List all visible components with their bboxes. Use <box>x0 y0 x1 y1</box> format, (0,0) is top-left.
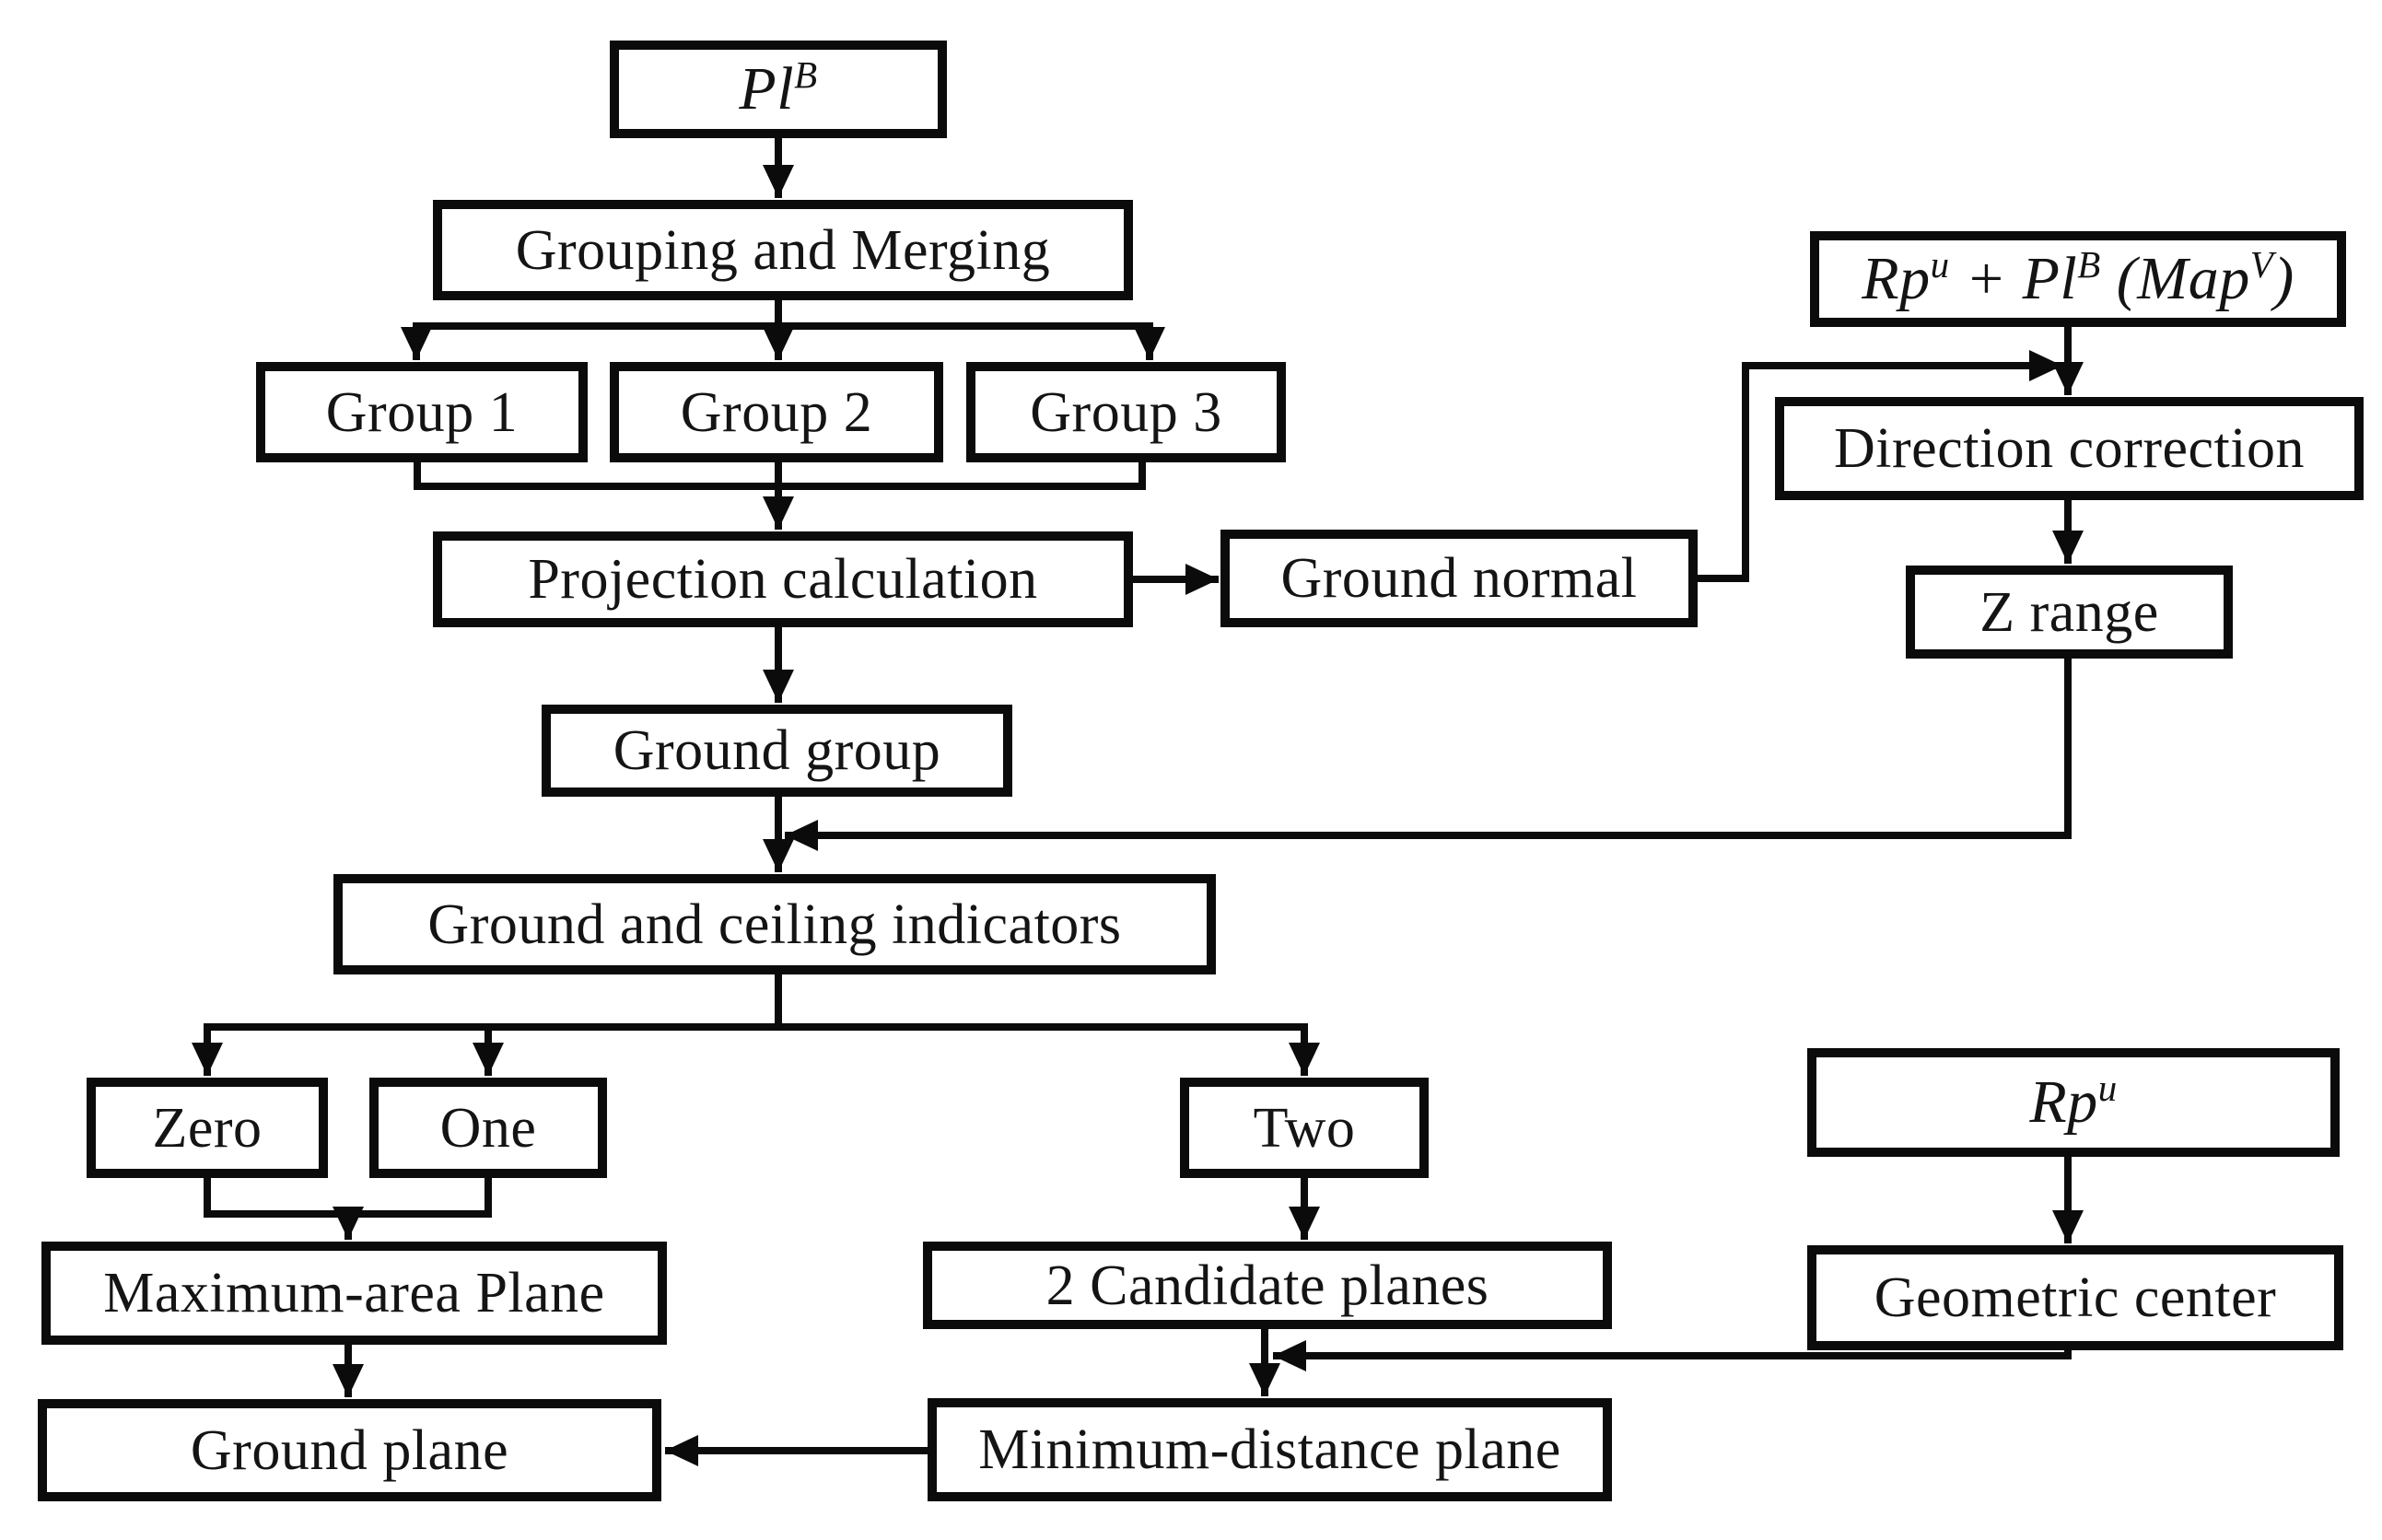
node-ground-group-label: Ground group <box>613 719 941 782</box>
edge-zero-one-merge-bar <box>204 1178 492 1218</box>
node-grouping-and-merging-label: Grouping and Merging <box>515 218 1051 282</box>
node-rp-map: Rpu + PlB (MapV) <box>1810 231 2346 327</box>
node-group-2: Group 2 <box>610 362 943 462</box>
node-geometric-center: Geometric center <box>1807 1245 2343 1350</box>
node-group-1-label: Group 1 <box>325 380 519 444</box>
node-ground-and-ceiling-indicators-label: Ground and ceiling indicators <box>427 892 1122 956</box>
node-ground-group: Ground group <box>542 705 1012 797</box>
node-geometric-center-label: Geometric center <box>1874 1266 2277 1329</box>
node-2-candidate-planes-label: 2 Candidate planes <box>1045 1254 1489 1317</box>
node-projection-calculation: Projection calculation <box>433 531 1133 627</box>
node-maximum-area-plane-label: Maximum-area Plane <box>103 1262 605 1324</box>
node-rp-u-label: Rpu <box>2029 1068 2118 1136</box>
node-rp-u: Rpu <box>1807 1048 2340 1157</box>
node-rp-map-label: Rpu + PlB (MapV) <box>1862 244 2294 312</box>
node-plb: PlB <box>610 41 947 138</box>
node-group-3-label: Group 3 <box>1030 380 1222 444</box>
edge-geocenter-mindistance <box>1273 1340 2072 1371</box>
node-maximum-area-plane: Maximum-area Plane <box>41 1242 667 1345</box>
node-one-label: One <box>439 1096 537 1160</box>
node-ground-normal-label: Ground normal <box>1280 547 1638 610</box>
node-one: One <box>369 1078 607 1178</box>
edge-groundnormal-directioncorrection <box>1698 350 2062 582</box>
node-2-candidate-planes: 2 Candidate planes <box>923 1242 1612 1329</box>
node-z-range-label: Z range <box>1979 580 2159 644</box>
node-ground-plane-label: Ground plane <box>190 1418 509 1482</box>
node-ground-normal: Ground normal <box>1220 530 1698 627</box>
node-direction-correction-label: Direction correction <box>1834 417 2305 480</box>
node-direction-correction: Direction correction <box>1775 397 2364 500</box>
node-projection-calculation-label: Projection calculation <box>528 548 1038 611</box>
node-zero-label: Zero <box>152 1096 263 1160</box>
node-minimum-distance-plane: Minimum-distance plane <box>928 1398 1612 1501</box>
node-group-1: Group 1 <box>256 362 588 462</box>
node-group-2-label: Group 2 <box>680 380 873 444</box>
node-two: Two <box>1180 1078 1429 1178</box>
node-minimum-distance-plane-label: Minimum-distance plane <box>978 1418 1561 1481</box>
node-ground-and-ceiling-indicators: Ground and ceiling indicators <box>333 874 1216 974</box>
node-two-label: Two <box>1253 1096 1356 1160</box>
node-plb-label: PlB <box>739 54 818 122</box>
node-z-range: Z range <box>1906 566 2233 659</box>
node-grouping-and-merging: Grouping and Merging <box>433 200 1133 300</box>
node-group-3: Group 3 <box>966 362 1286 462</box>
node-zero: Zero <box>87 1078 328 1178</box>
edge-zrange-indicators <box>785 659 2072 851</box>
node-ground-plane: Ground plane <box>38 1399 661 1501</box>
